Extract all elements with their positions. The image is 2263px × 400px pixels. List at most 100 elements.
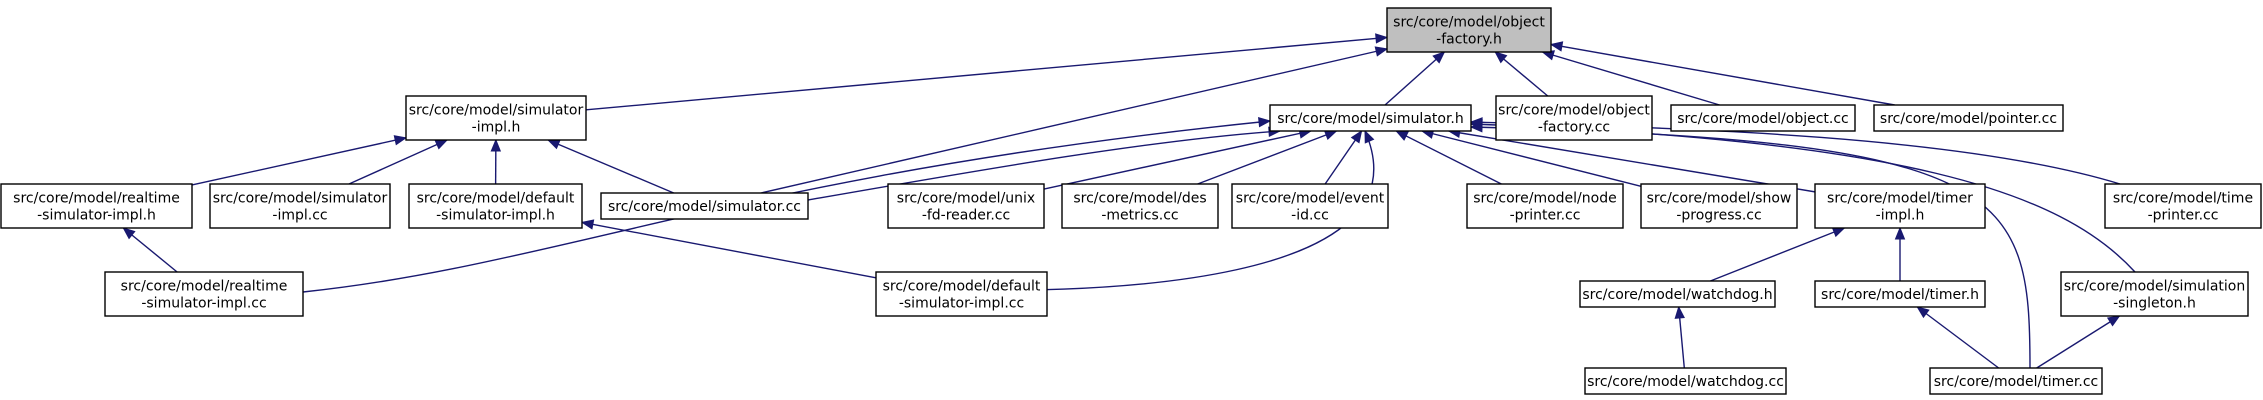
edge-timer-cc-to-simulator-h (1469, 122, 2031, 369)
node-label-line: src/core/model/watchdog.h (1582, 287, 1772, 303)
edge-realtime-simulator-impl-cc-to-realtime-simulator-impl-h (122, 227, 178, 273)
node-box (104, 271, 304, 317)
node-box (600, 192, 809, 220)
edge-default-simulator-impl-cc-to-default-simulator-impl-h (580, 219, 877, 279)
edge-line (2036, 315, 2120, 369)
node-timer-h[interactable]: src/core/model/timer.h (1814, 280, 1986, 308)
node-simulator-impl-cc[interactable]: src/core/model/simulator-impl.cc (209, 183, 391, 229)
node-box (1061, 183, 1219, 229)
edge-line (807, 130, 1281, 201)
node-label-line: -simulator-impl.h (37, 208, 156, 224)
node-show-progress-cc[interactable]: src/core/model/show-progress.cc (1640, 183, 1798, 229)
node-simulator-cc[interactable]: src/core/model/simulator.cc (600, 192, 809, 220)
node-label-line: src/core/model/watchdog.cc (1587, 374, 1784, 390)
edge-line (348, 139, 448, 185)
node-box (1495, 95, 1653, 141)
edge-line (760, 48, 1388, 194)
node-label-line: -simulator-impl.cc (141, 296, 266, 312)
edge-timer-cc-to-simulation-singleton-h (2036, 315, 2121, 369)
node-label-line: src/core/model/timer.h (1821, 287, 1979, 303)
arrowhead-icon (1323, 130, 1338, 141)
node-box (1466, 183, 1624, 229)
node-box (408, 183, 583, 229)
arrowhead-icon (1469, 117, 1483, 128)
node-label-line: src/core/model/simulator (409, 103, 584, 119)
node-label-line: src/core/model/default (883, 279, 1041, 295)
node-object-factory-cc[interactable]: src/core/model/object-factory.cc (1495, 95, 1653, 141)
node-box (875, 271, 1048, 317)
node-simulation-singleton-h[interactable]: src/core/model/simulation-singleton.h (2060, 271, 2249, 317)
edge-line (1550, 43, 1895, 106)
node-event-id-cc[interactable]: src/core/model/event-id.cc (1231, 183, 1389, 229)
node-label-line: src/core/model/timer (1827, 191, 1973, 207)
node-label-line: src/core/model/object (1498, 103, 1650, 119)
node-box (1386, 7, 1552, 53)
node-timer-impl-h[interactable]: src/core/model/timer-impl.h (1814, 183, 1986, 229)
edge-line (547, 139, 674, 194)
arrowhead-icon (1831, 227, 1846, 238)
node-label-line: src/core/model/default (417, 191, 575, 207)
node-realtime-simulator-impl-cc[interactable]: src/core/model/realtime-simulator-impl.c… (104, 271, 304, 317)
node-label-line: src/core/model/time (2113, 191, 2253, 207)
edge-realtime-simulator-impl-h-to-simulator-impl-h (191, 135, 408, 186)
node-simulator-h[interactable]: src/core/model/simulator.h (1269, 104, 1472, 132)
arrowhead-icon (1432, 51, 1446, 64)
arrowhead-icon (1494, 51, 1508, 64)
node-time-printer-cc[interactable]: src/core/model/time-printer.cc (2104, 183, 2262, 229)
node-box (1929, 367, 2103, 395)
node-des-metrics-cc[interactable]: src/core/model/des-metrics.cc (1061, 183, 1219, 229)
node-label-line: -progress.cc (1676, 208, 1761, 224)
node-watchdog-h[interactable]: src/core/model/watchdog.h (1579, 280, 1776, 308)
edge-simulator-cc-to-simulator-impl-h (546, 139, 674, 194)
node-object-factory-h[interactable]: src/core/model/object-factory.h (1386, 7, 1552, 53)
edge-des-metrics-cc-to-simulator-h (1197, 130, 1338, 185)
node-label-line: src/core/model/object (1393, 15, 1545, 31)
arrowhead-icon (1375, 33, 1389, 44)
node-object-cc[interactable]: src/core/model/object.cc (1670, 104, 1856, 132)
node-label-line: src/core/model/unix (897, 191, 1035, 207)
node-node-printer-cc[interactable]: src/core/model/node-printer.cc (1466, 183, 1624, 229)
arrowhead-icon (1364, 129, 1375, 144)
arrowhead-icon (580, 219, 595, 230)
node-label-line: -id.cc (1291, 208, 1329, 224)
node-pointer-cc[interactable]: src/core/model/pointer.cc (1873, 104, 2064, 132)
node-label-line: src/core/model/pointer.cc (1880, 111, 2057, 127)
edge-watchdog-cc-to-watchdog-h (1674, 305, 1685, 369)
edge-line (1384, 51, 1445, 106)
arrowhead-icon (1258, 116, 1272, 128)
arrowhead-icon (1350, 129, 1363, 144)
node-box (1814, 280, 1986, 308)
graph-nodes: src/core/model/object-factory.hsrc/core/… (0, 7, 2262, 395)
node-label-line: src/core/model/simulator.cc (608, 199, 801, 215)
node-unix-fd-reader-cc[interactable]: src/core/model/unix-fd-reader.cc (887, 183, 1045, 229)
node-label-line: -simulator-impl.h (436, 208, 555, 224)
edge-line (1470, 126, 2031, 369)
arrowhead-icon (1395, 130, 1409, 141)
edge-line (1542, 51, 1720, 106)
node-timer-cc[interactable]: src/core/model/timer.cc (1929, 367, 2103, 395)
edge-node-printer-cc-to-simulator-h (1395, 130, 1502, 185)
edge-timer-cc-to-timer-h (1916, 306, 2000, 369)
edge-line (1043, 130, 1311, 190)
node-box (209, 183, 391, 229)
node-label-line: src/core/model/event (1236, 191, 1385, 207)
node-box (887, 183, 1045, 229)
node-label-line: -factory.h (1436, 32, 1502, 48)
node-realtime-simulator-impl-h[interactable]: src/core/model/realtime-simulator-impl.h (0, 183, 193, 229)
edge-simulator-h-to-object-factory-h (1384, 51, 1446, 106)
node-default-simulator-impl-h[interactable]: src/core/model/default-simulator-impl.h (408, 183, 583, 229)
arrowhead-icon (1374, 46, 1389, 57)
edge-watchdog-h-to-timer-impl-h (1710, 227, 1846, 282)
node-watchdog-cc[interactable]: src/core/model/watchdog.cc (1584, 367, 1787, 395)
node-label-line: -metrics.cc (1101, 208, 1178, 224)
node-label-line: src/core/model/simulator.h (1277, 111, 1464, 127)
edge-line (585, 36, 1388, 111)
arrowhead-icon (1894, 226, 1906, 240)
node-label-line: src/core/model/timer.cc (1934, 374, 2098, 390)
node-simulator-impl-h[interactable]: src/core/model/simulator-impl.h (405, 95, 587, 141)
node-label-line: -impl.h (472, 120, 521, 136)
node-box (2104, 183, 2262, 229)
node-default-simulator-impl-cc[interactable]: src/core/model/default-simulator-impl.cc (875, 271, 1048, 317)
node-box (1579, 280, 1776, 308)
node-label-line: -simulator-impl.cc (899, 296, 1024, 312)
